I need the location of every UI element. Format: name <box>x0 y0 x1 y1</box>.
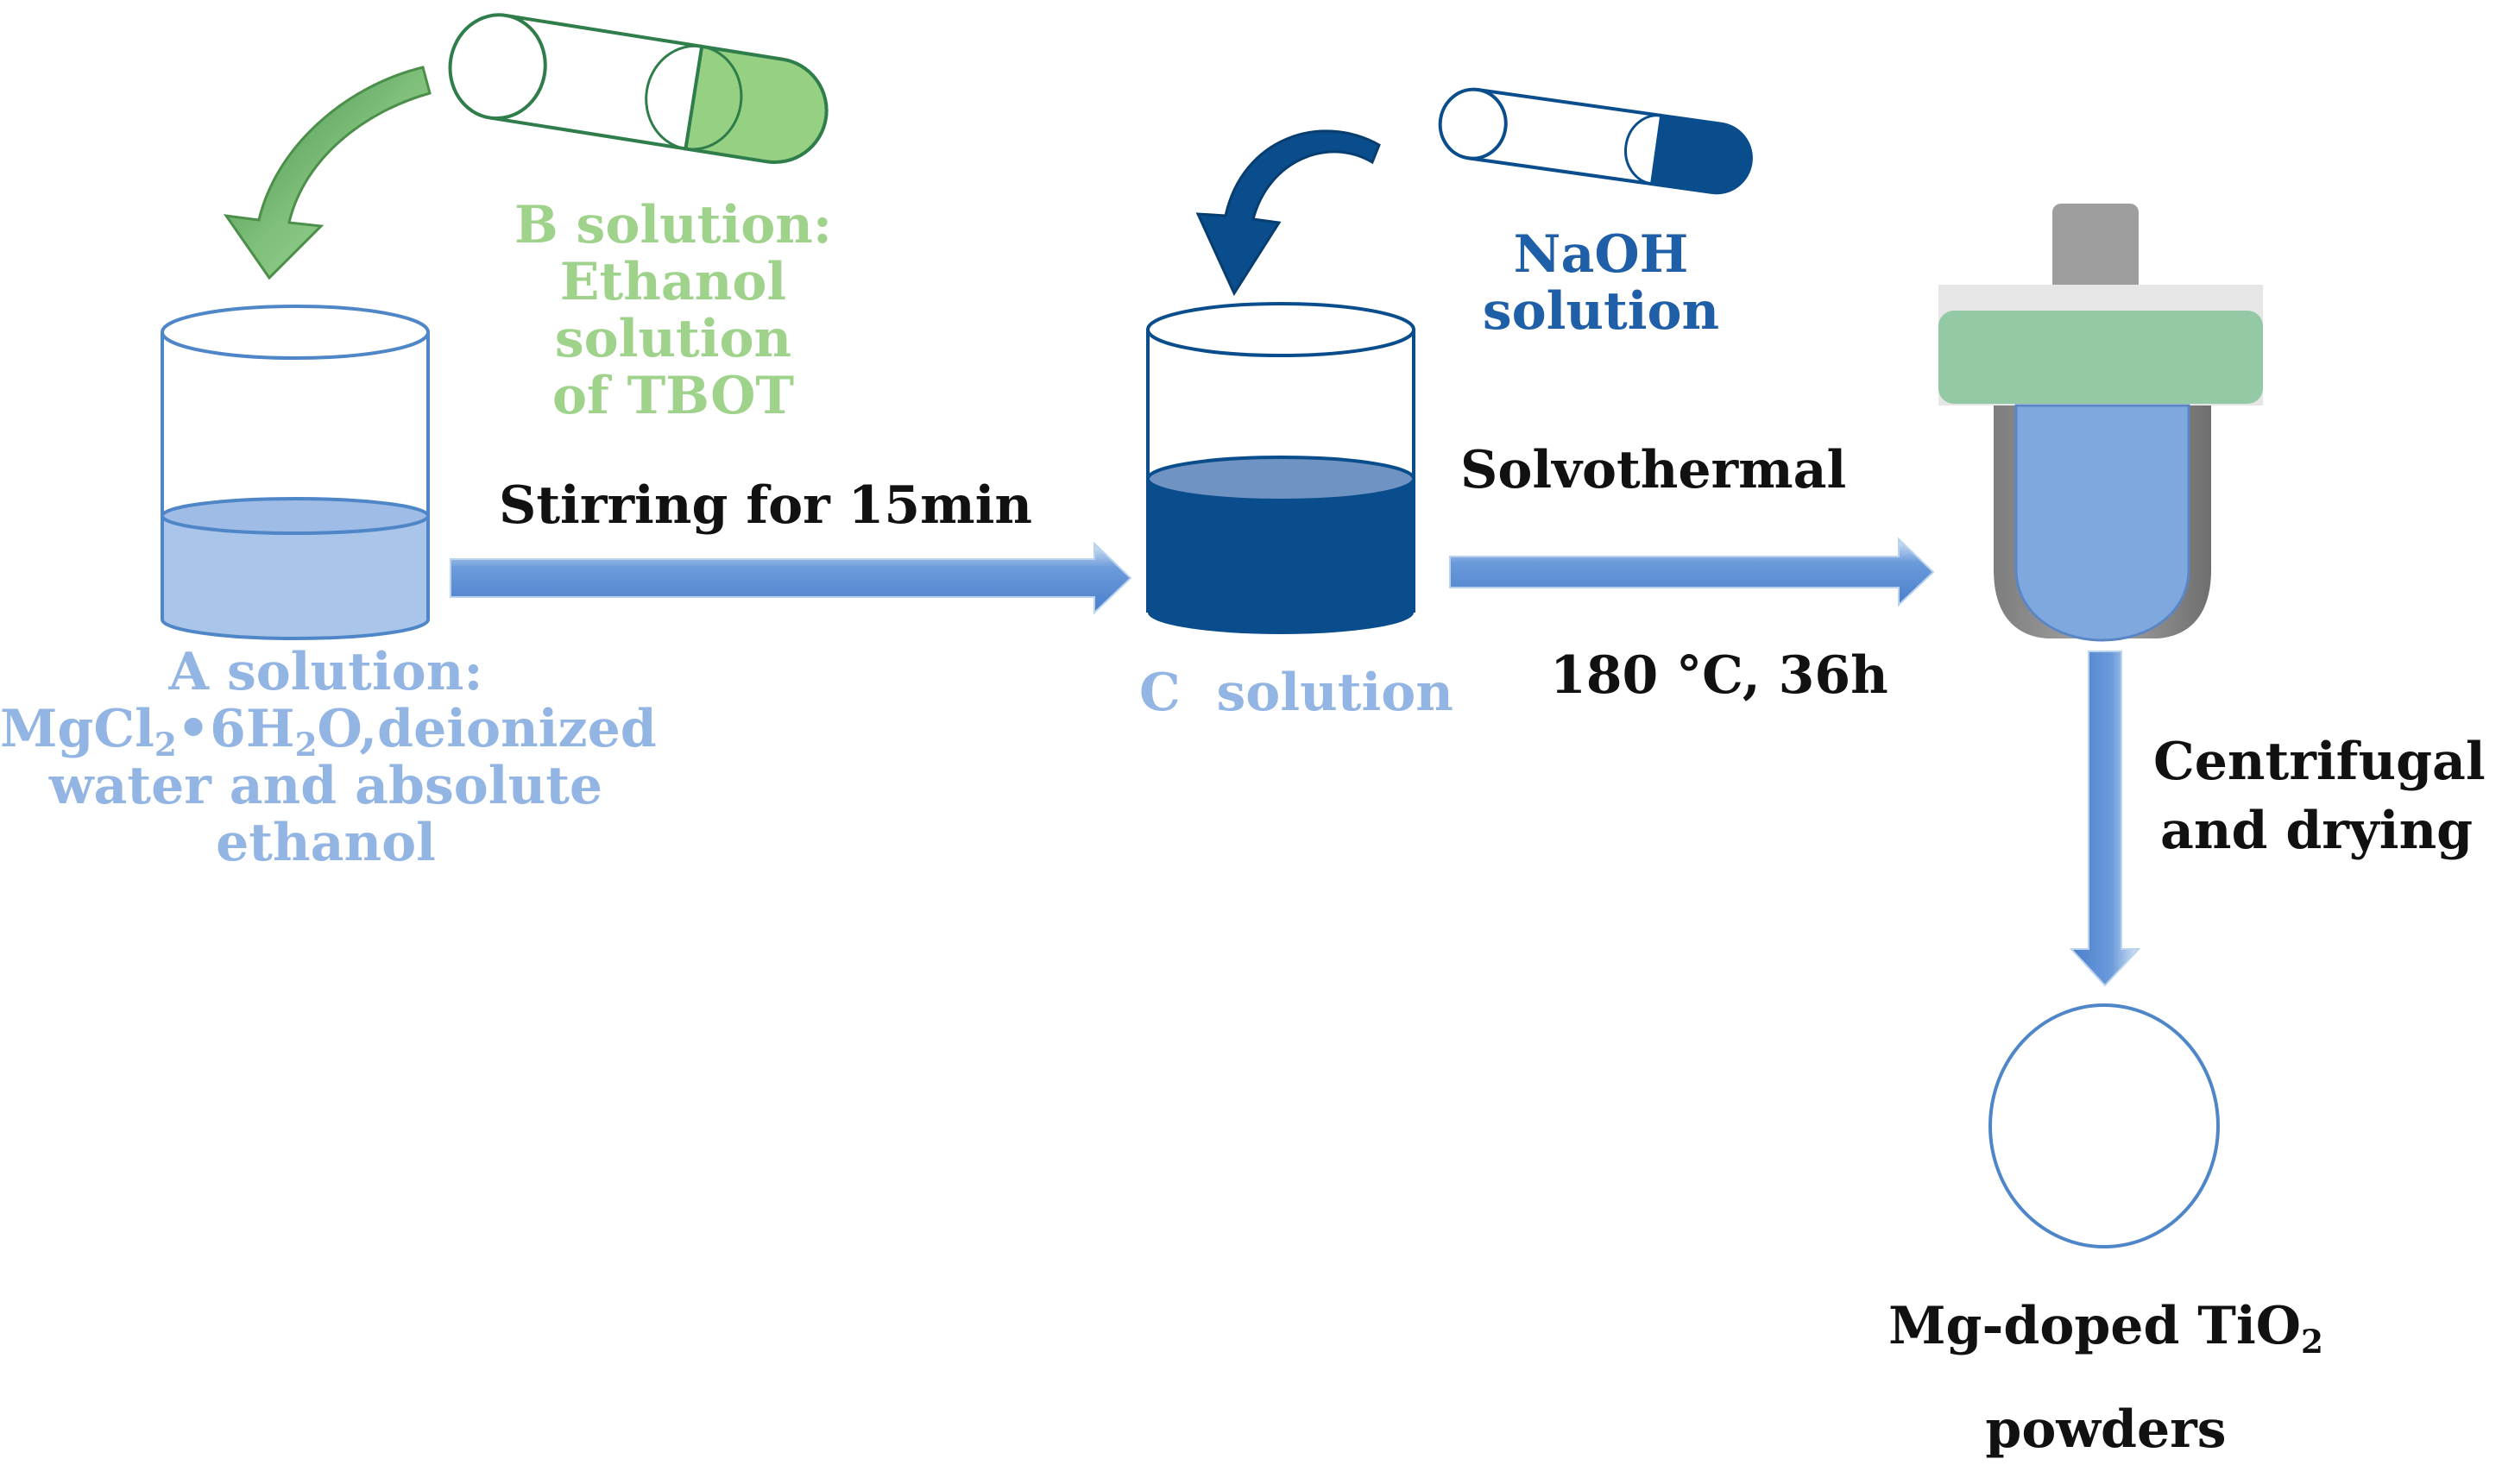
curved-arrow-icon <box>223 66 432 280</box>
product-subscript: 2 <box>2301 1323 2323 1361</box>
solvothermal-label: Solvothermal <box>1460 440 1847 500</box>
beaker-icon <box>1146 302 1415 634</box>
process-arrow-icon <box>1449 537 1935 607</box>
a-solution-line: water and absolute <box>48 756 603 816</box>
a-solution-line: ethanol <box>216 813 436 873</box>
b-solution-line: solution <box>554 309 792 369</box>
centrifugal-label: Centrifugal and drying <box>2153 727 2499 865</box>
formula-subscript: 2 <box>154 726 177 764</box>
b-solution-line: of TBOT <box>551 366 795 426</box>
naoh-solution-line: solution <box>1482 281 1720 342</box>
beaker-icon <box>161 305 430 640</box>
product-label: Mg-doped TiO2 powders <box>1856 1292 2356 1463</box>
formula-part: •6H <box>176 699 295 759</box>
formula-part: MgCl <box>0 699 154 759</box>
test-tube-icon <box>1438 87 1753 195</box>
product-name: Mg-doped TiO <box>1888 1296 2302 1356</box>
a-solution-label: A solution: MgCl2•6H2O,deionized water a… <box>0 642 657 873</box>
formula-subscript: 2 <box>294 726 318 764</box>
b-solution-label: B solution: Ethanol solution of TBOT <box>483 197 863 424</box>
centrifugal-line: and drying <box>2160 801 2474 861</box>
stirring-label: Stirring for 15min <box>499 475 1033 536</box>
formula-part: O,deionized <box>317 699 657 759</box>
b-solution-line: B solution: <box>514 195 833 255</box>
conditions-label: 180 °C, 36h <box>1550 645 1888 706</box>
a-solution-line: A solution: <box>168 642 483 702</box>
product-line: Mg-doped TiO2 <box>1856 1292 2356 1360</box>
test-tube-icon <box>448 13 829 164</box>
c-solution-label: C solution <box>1139 663 1453 723</box>
centrifugal-line: Centrifugal <box>2153 732 2486 792</box>
curved-arrow-icon <box>1195 129 1381 297</box>
naoh-solution-label: NaOH solution <box>1467 226 1735 340</box>
b-solution-line: Ethanol <box>559 252 787 312</box>
process-arrow-icon <box>450 541 1132 615</box>
product-line: powders <box>1985 1399 2227 1460</box>
autoclave-icon <box>1938 204 2263 642</box>
powder-circle-icon <box>1988 1003 2220 1248</box>
process-arrow-icon <box>2069 651 2141 987</box>
a-solution-formula: MgCl2•6H2O,deionized <box>0 699 657 761</box>
naoh-solution-line: NaOH <box>1513 224 1689 285</box>
